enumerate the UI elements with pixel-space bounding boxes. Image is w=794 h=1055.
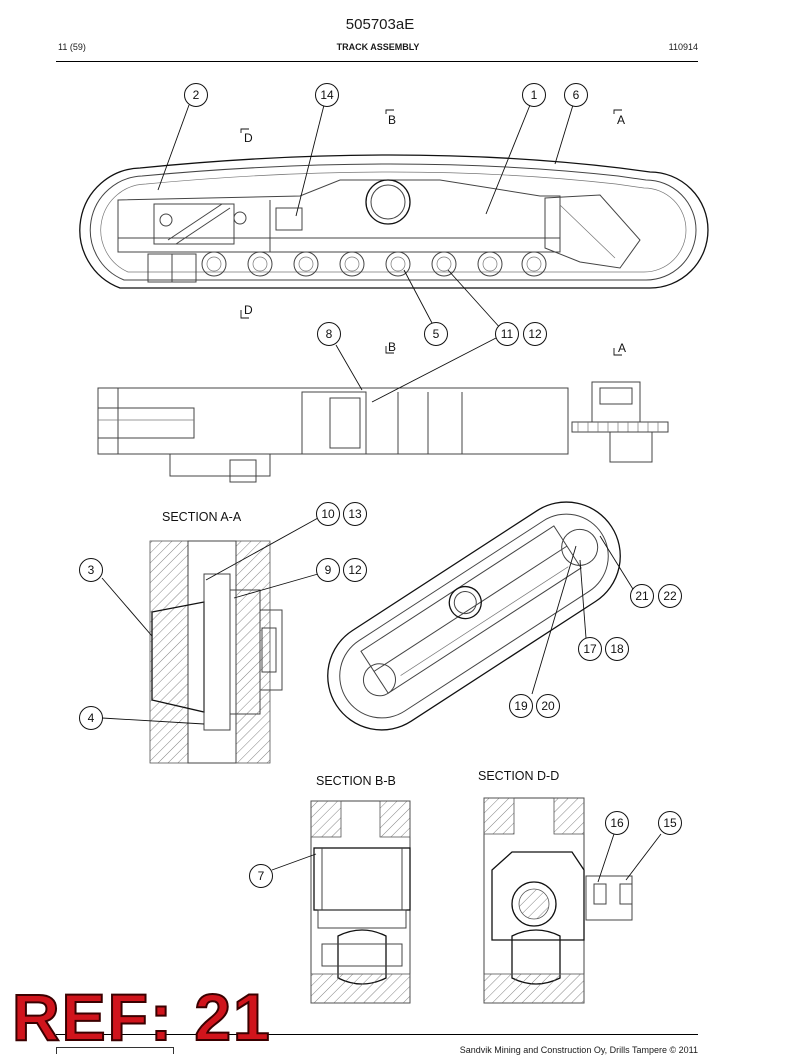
- svg-text:20: 20: [541, 699, 555, 713]
- track-rollers: [201, 251, 547, 277]
- callout-14: 14: [315, 83, 339, 107]
- svg-text:4: 4: [88, 711, 95, 725]
- svg-text:1: 1: [531, 88, 538, 102]
- svg-text:13: 13: [348, 507, 362, 521]
- section-dd-title: SECTION D-D: [478, 769, 559, 783]
- svg-text:15: 15: [663, 816, 677, 830]
- svg-text:B: B: [388, 113, 396, 127]
- svg-text:12: 12: [348, 563, 362, 577]
- svg-text:10: 10: [321, 507, 335, 521]
- svg-text:22: 22: [663, 589, 677, 603]
- callout-balloons: 2 14 1 6 8 5 11 12 10 13 3 9 12 21 22 17…: [79, 83, 682, 888]
- callout-3: 3: [79, 558, 103, 582]
- section-aa-view: [149, 540, 283, 764]
- document-number: 505703aE: [345, 16, 415, 33]
- svg-text:A: A: [618, 341, 626, 355]
- callout-12b: 12: [343, 558, 367, 582]
- callout-6: 6: [564, 83, 588, 107]
- svg-text:11: 11: [501, 327, 514, 341]
- section-aa-title: SECTION A-A: [162, 510, 242, 524]
- callout-4: 4: [79, 706, 103, 730]
- sandvik-logo: [56, 1047, 174, 1054]
- callout-10: 10: [316, 502, 340, 526]
- track-isometric-view: [327, 501, 621, 731]
- callout-8: 8: [317, 322, 341, 346]
- section-dd-view: [483, 797, 633, 1004]
- callout-11: 11: [495, 322, 519, 346]
- callout-5: 5: [424, 322, 448, 346]
- svg-text:19: 19: [514, 699, 528, 713]
- svg-text:16: 16: [610, 816, 624, 830]
- section-bb-title: SECTION B-B: [316, 774, 396, 788]
- svg-text:9: 9: [325, 563, 332, 577]
- callout-20: 20: [536, 694, 560, 718]
- callout-21: 21: [630, 584, 654, 608]
- svg-text:17: 17: [583, 642, 597, 656]
- callout-17: 17: [578, 637, 602, 661]
- document-code: 110914: [668, 42, 698, 52]
- leader-lines: [101, 104, 662, 883]
- header-rule: [56, 61, 698, 62]
- footer-rule: [56, 1034, 698, 1035]
- svg-text:7: 7: [258, 869, 265, 883]
- svg-text:D: D: [244, 303, 253, 317]
- track-side-view: [79, 154, 709, 289]
- document-title: TRACK ASSEMBLY: [336, 42, 420, 52]
- svg-text:21: 21: [635, 589, 649, 603]
- footer-copyright: Sandvik Mining and Construction Oy, Dril…: [459, 1045, 698, 1055]
- callout-1: 1: [522, 83, 546, 107]
- callout-22: 22: [658, 584, 682, 608]
- svg-text:8: 8: [326, 327, 333, 341]
- track-plan-view: [97, 381, 669, 483]
- svg-text:A: A: [617, 113, 625, 127]
- svg-text:D: D: [244, 131, 253, 145]
- callout-2: 2: [184, 83, 208, 107]
- callout-7: 7: [249, 864, 273, 888]
- section-markers-top: B A D D B A: [240, 109, 626, 356]
- section-bb-view: [310, 800, 411, 1004]
- callout-12: 12: [523, 322, 547, 346]
- svg-text:5: 5: [433, 327, 440, 341]
- callout-9: 9: [316, 558, 340, 582]
- svg-text:14: 14: [320, 88, 334, 102]
- reference-stamp: REF: 21: [11, 980, 272, 1054]
- svg-text:3: 3: [88, 563, 95, 577]
- callout-15: 15: [658, 811, 682, 835]
- callout-16: 16: [605, 811, 629, 835]
- svg-text:6: 6: [573, 88, 580, 102]
- callout-18: 18: [605, 637, 629, 661]
- page-number: 11 (59): [58, 42, 86, 52]
- svg-text:2: 2: [193, 88, 200, 102]
- svg-text:B: B: [388, 340, 396, 354]
- svg-text:18: 18: [610, 642, 624, 656]
- callout-13: 13: [343, 502, 367, 526]
- svg-text:12: 12: [528, 327, 542, 341]
- callout-19: 19: [509, 694, 533, 718]
